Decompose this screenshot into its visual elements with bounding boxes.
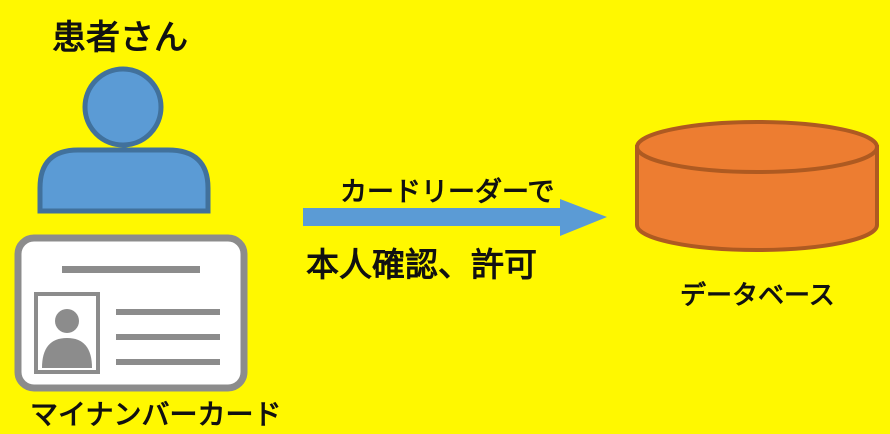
arrow-label-top: カードリーダーで: [340, 177, 555, 208]
arrow-icon: [303, 199, 607, 236]
person-icon: [37, 66, 211, 214]
id-card-icon: [14, 234, 248, 392]
arrow-label-bottom: 本人確認、許可: [306, 245, 537, 284]
patient-title: 患者さん: [52, 18, 188, 58]
database-icon: [635, 120, 879, 252]
database-label: データベース: [680, 281, 835, 311]
card-label: マイナンバーカード: [30, 398, 282, 431]
